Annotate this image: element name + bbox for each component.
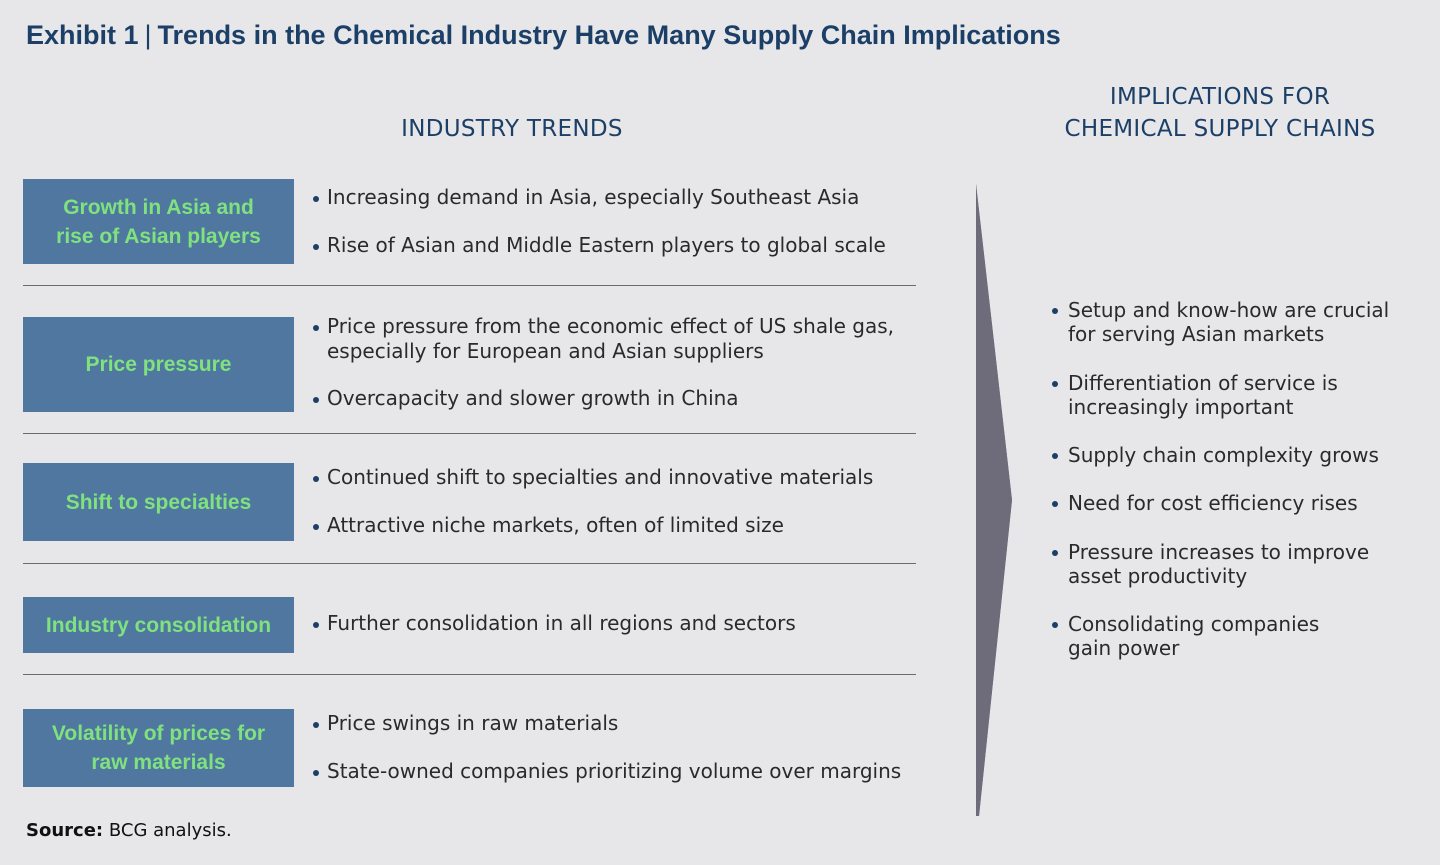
implication-item: Consolidating companies gain power	[1050, 612, 1319, 660]
trend-bullet: Further consolidation in all regions and…	[311, 611, 796, 636]
trend-row-volatility: Volatility of prices for raw materials P…	[23, 709, 916, 788]
trend-bullet: State-owned companies prioritizing volum…	[311, 759, 901, 784]
implications-header: IMPLICATIONS FOR CHEMICAL SUPPLY CHAINS	[1020, 81, 1420, 145]
implication-item: Setup and know-how are crucial for servi…	[1050, 298, 1389, 346]
row-divider	[23, 674, 916, 675]
trend-bullet: Continued shift to specialties and innov…	[311, 465, 873, 490]
trend-label: Price pressure	[85, 353, 232, 376]
row-divider	[23, 563, 916, 564]
trend-bullet: Increasing demand in Asia, especially So…	[311, 185, 859, 210]
exhibit-title: Exhibit 1|Trends in the Chemical Industr…	[26, 20, 1061, 51]
trend-row-specialties: Shift to specialties Continued shift to …	[23, 463, 916, 542]
exhibit-title-text: Trends in the Chemical Industry Have Man…	[157, 20, 1061, 50]
industry-trends-header: INDUSTRY TRENDS	[401, 116, 623, 142]
trend-bullet: Attractive niche markets, often of limit…	[311, 513, 784, 538]
trend-label: Industry consolidation	[45, 613, 272, 637]
source-text: BCG analysis.	[108, 820, 232, 841]
trend-label-box: Industry consolidation	[23, 597, 294, 653]
title-separator: |	[144, 20, 152, 50]
trend-label-box: Shift to specialties	[23, 463, 294, 541]
trend-row-growth-asia: Growth in Asia and rise of Asian players…	[23, 179, 916, 265]
exhibit-number: Exhibit 1	[26, 20, 139, 50]
trend-bullet: Price pressure from the economic effect …	[311, 314, 894, 364]
implication-item: Pressure increases to improve asset prod…	[1050, 540, 1369, 588]
implication-item: Need for cost efficiency rises	[1050, 491, 1358, 515]
trend-label-box: Volatility of prices for raw materials	[23, 709, 294, 787]
row-divider	[23, 285, 916, 286]
source-note: Source: BCG analysis.	[26, 820, 232, 841]
implications-header-line2: CHEMICAL SUPPLY CHAINS	[1064, 116, 1376, 142]
trend-label: Shift to specialties	[65, 490, 252, 514]
chevron-arrow-icon	[976, 184, 1012, 816]
trend-bullet: Price swings in raw materials	[311, 711, 618, 736]
trend-label: Growth in Asia and rise of Asian players	[56, 195, 261, 248]
trend-row-consolidation: Industry consolidation Further consolida…	[23, 597, 916, 654]
trend-bullet: Rise of Asian and Middle Eastern players…	[311, 233, 886, 258]
trend-label-box: Growth in Asia and rise of Asian players	[23, 179, 294, 264]
trend-label-box: Price pressure	[23, 317, 294, 412]
trend-row-price-pressure: Price pressure Price pressure from the e…	[23, 314, 916, 413]
trend-label: Volatility of prices for raw materials	[51, 722, 266, 774]
implications-header-line1: IMPLICATIONS FOR	[1109, 84, 1331, 110]
source-label: Source:	[26, 820, 104, 841]
trend-bullet: Overcapacity and slower growth in China	[311, 386, 739, 411]
implication-item: Supply chain complexity grows	[1050, 443, 1379, 467]
implication-item: Differentiation of service is increasing…	[1050, 371, 1338, 419]
row-divider	[23, 433, 916, 434]
